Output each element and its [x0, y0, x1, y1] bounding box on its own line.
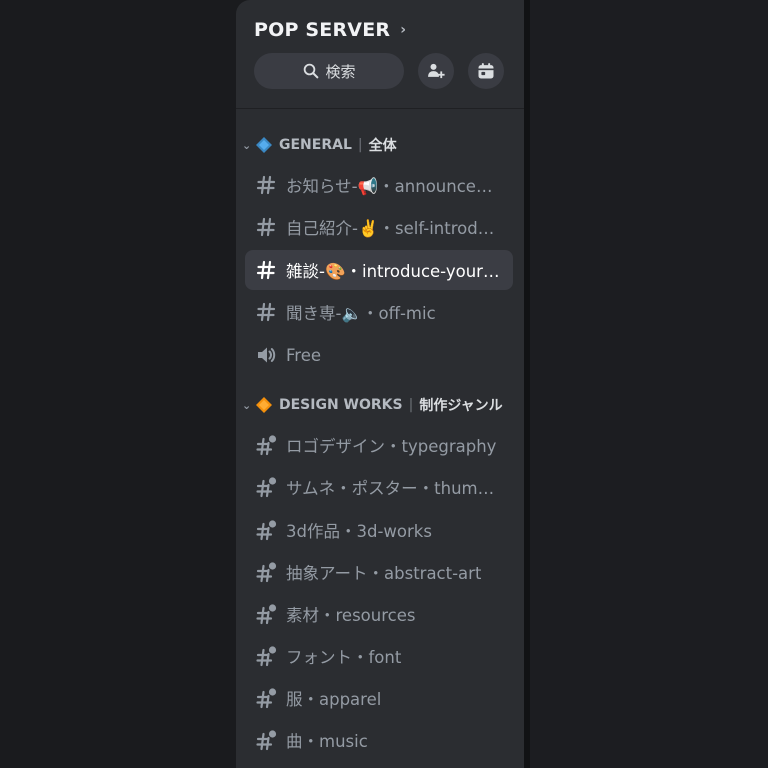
channel-announcements[interactable]: お知らせ-📢・announcements — [245, 165, 513, 205]
channel-music[interactable]: 曲・music — [245, 720, 513, 760]
thread-hashtag-icon — [256, 688, 277, 709]
speaker-icon — [258, 347, 276, 363]
thread-hashtag-icon — [256, 646, 277, 667]
server-name-button[interactable]: POP SERVER › — [254, 19, 406, 41]
blue-diamond-icon — [256, 137, 272, 153]
events-button[interactable] — [468, 53, 504, 89]
channel-name: サムネ・ポスター・thumbnail — [286, 479, 504, 498]
channel-resources[interactable]: 素材・resources — [245, 594, 513, 634]
calendar-icon — [478, 63, 494, 79]
channel-off-mic[interactable]: 聞き専-🔈・off-mic — [245, 292, 513, 332]
hashtag-icon — [256, 217, 276, 237]
channel-name: 雑談-🎨・introduce-yourself — [286, 262, 504, 281]
channel-name: Free — [286, 345, 322, 365]
server-header: POP SERVER › 検索 — [236, 0, 524, 109]
search-label: 検索 — [325, 62, 356, 81]
voice-channel-free[interactable]: Free — [245, 335, 513, 375]
channel-name: 自己紹介-✌️・self-introduction — [286, 219, 504, 238]
channel-name: 曲・music — [286, 732, 368, 751]
search-button[interactable]: 検索 — [254, 53, 404, 89]
hashtag-icon — [256, 175, 276, 195]
hashtag-icon — [256, 260, 276, 280]
category-separator: | — [357, 137, 363, 153]
thread-hashtag-icon — [256, 730, 277, 751]
thread-hashtag-icon — [256, 435, 277, 456]
chevron-right-icon: › — [400, 22, 407, 38]
hashtag-icon — [256, 302, 276, 322]
channel-name: 抽象アート・abstract-art — [286, 564, 482, 583]
category-label: DESIGN WORKS — [279, 397, 403, 413]
channel-self-introduction[interactable]: 自己紹介-✌️・self-introduction — [245, 207, 513, 247]
thread-hashtag-icon — [256, 477, 277, 498]
category-design-works[interactable]: ⌄ DESIGN WORKS | 制作ジャンル — [242, 395, 503, 415]
add-member-icon — [428, 63, 445, 79]
invite-button[interactable] — [418, 53, 454, 89]
channel-introduce-yourself[interactable]: 雑談-🎨・introduce-yourself — [245, 250, 513, 290]
thread-hashtag-icon — [256, 562, 277, 583]
channel-thumbnail[interactable]: サムネ・ポスター・thumbnail — [245, 467, 513, 507]
category-separator: | — [408, 397, 414, 413]
server-list-strip — [0, 0, 236, 768]
category-label: GENERAL — [279, 137, 352, 153]
orange-diamond-icon — [256, 397, 272, 413]
channel-name: ロゴデザイン・typegraphy — [286, 437, 497, 456]
content-pane — [530, 0, 768, 768]
chevron-down-icon: ⌄ — [242, 138, 252, 152]
channel-apparel[interactable]: 服・apparel — [245, 678, 513, 718]
pane-divider — [524, 0, 530, 768]
channel-name: お知らせ-📢・announcements — [286, 177, 504, 196]
channel-name: 服・apparel — [286, 690, 382, 709]
thread-hashtag-icon — [256, 604, 277, 625]
channel-name: 素材・resources — [286, 606, 416, 625]
thread-hashtag-icon — [256, 520, 277, 541]
channel-name: 聞き専-🔈・off-mic — [286, 304, 436, 323]
category-general[interactable]: ⌄ GENERAL | 全体 — [242, 135, 397, 155]
category-label-jp: 全体 — [368, 138, 397, 154]
channel-sidebar: POP SERVER › 検索 — [236, 0, 524, 768]
channel-3d-works[interactable]: 3d作品・3d-works — [245, 510, 513, 550]
channel-font[interactable]: フォント・font — [245, 636, 513, 676]
chevron-down-icon: ⌄ — [242, 398, 252, 412]
channel-name: フォント・font — [286, 648, 402, 667]
channel-typegraphy[interactable]: ロゴデザイン・typegraphy — [245, 425, 513, 465]
channel-name: 3d作品・3d-works — [286, 522, 432, 541]
server-name: POP SERVER — [254, 19, 391, 41]
category-label-jp: 制作ジャンル — [419, 398, 503, 414]
channel-abstract-art[interactable]: 抽象アート・abstract-art — [245, 552, 513, 592]
search-icon — [304, 63, 319, 79]
